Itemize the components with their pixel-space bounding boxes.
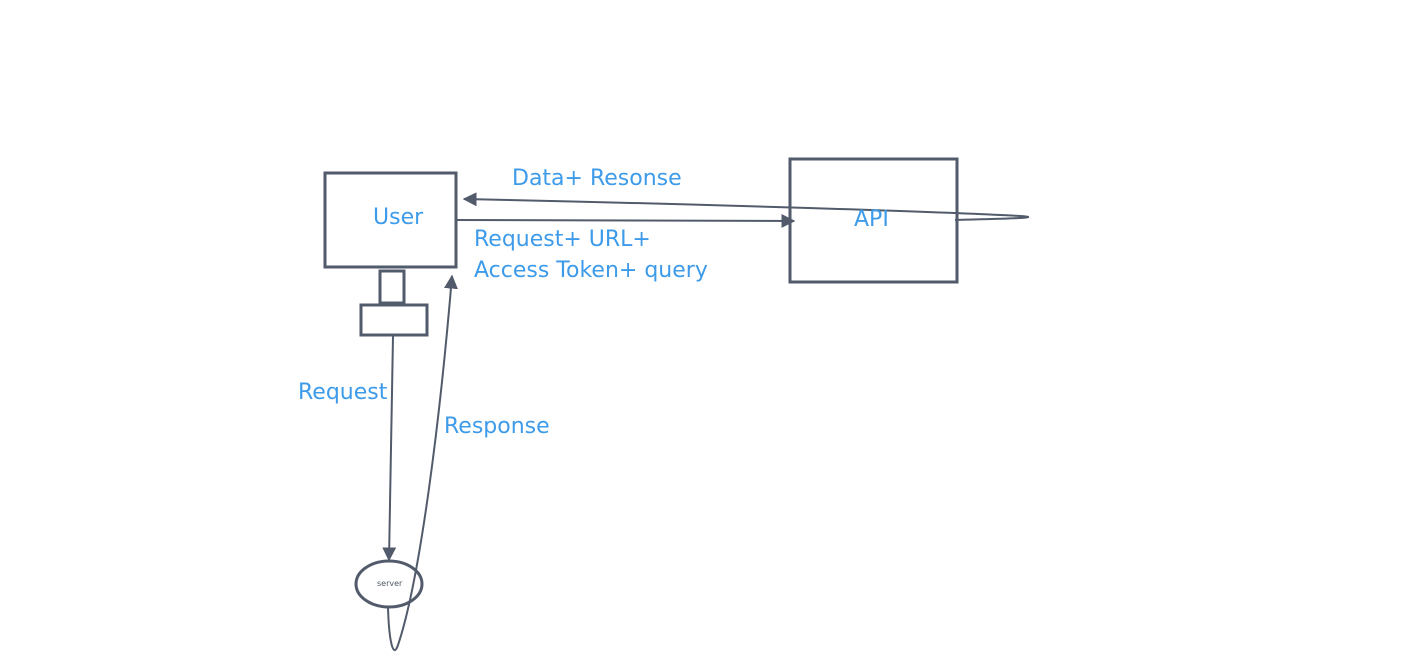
- request-url-label-line1: Request+ URL+: [474, 227, 651, 252]
- data-response-arrow: [462, 192, 1030, 221]
- user-connector-stem: [378, 269, 406, 305]
- response-label: Response: [444, 414, 550, 439]
- request-url-arrow: [455, 213, 796, 228]
- request-arrow: [382, 335, 397, 562]
- user-connector-base: [359, 303, 429, 337]
- api-label: API: [854, 207, 889, 232]
- request-label: Request: [298, 380, 388, 405]
- request-url-label-line2: Access Token+ query: [474, 258, 708, 283]
- response-arrow: [387, 274, 458, 652]
- data-response-label: Data+ Resonse: [512, 166, 682, 191]
- user-label: User: [373, 205, 424, 230]
- server-label: server: [377, 579, 403, 588]
